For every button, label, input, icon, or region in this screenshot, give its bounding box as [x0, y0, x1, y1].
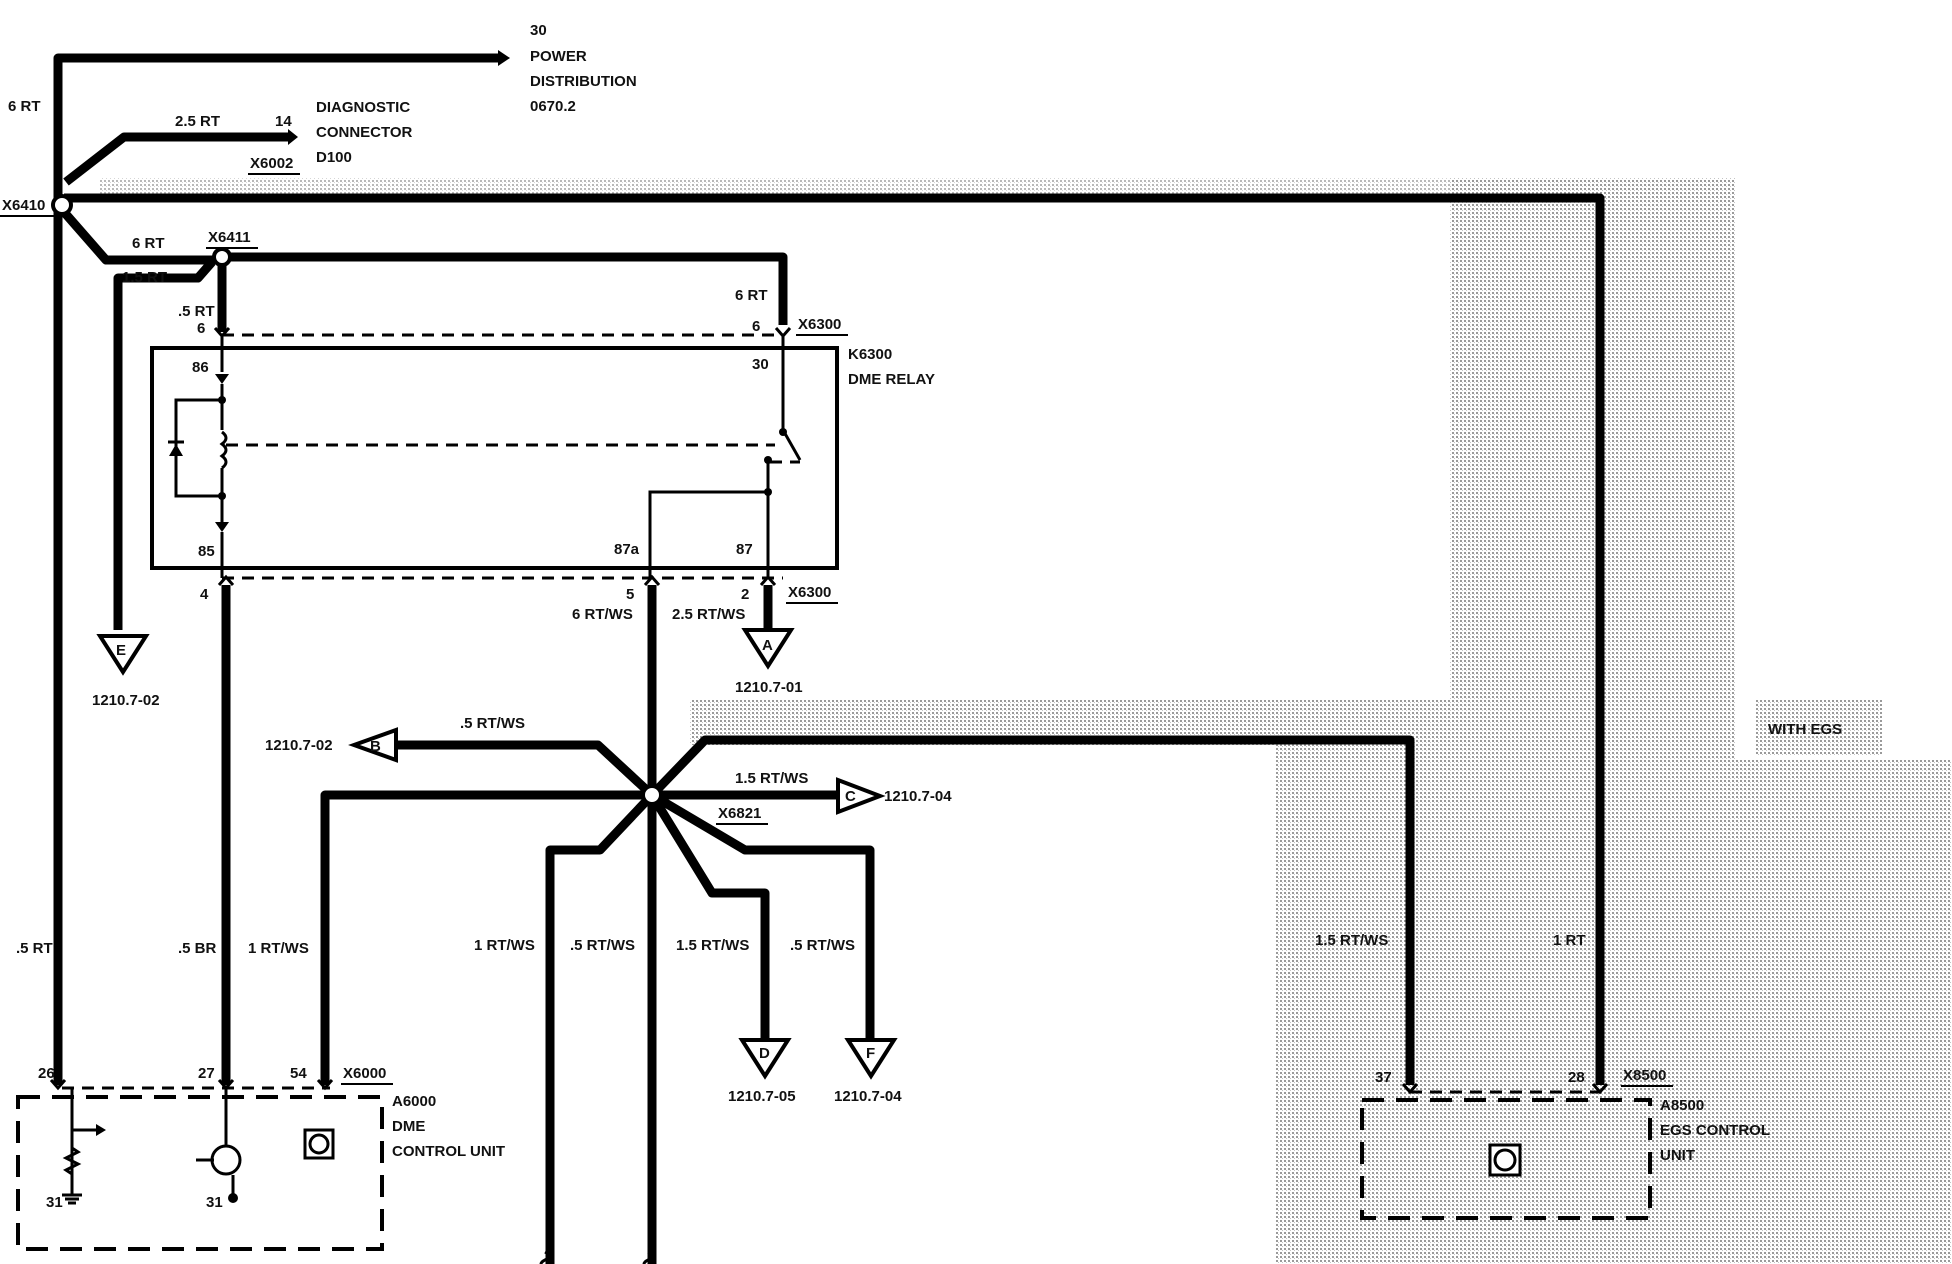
relay-pin87a: 87a — [614, 541, 640, 558]
wire-6rt-main: 6 RT — [8, 98, 41, 115]
egs-name-2: EGS CONTROL — [1660, 1122, 1770, 1139]
x8500-label: X8500 — [1623, 1067, 1666, 1084]
dme-name-2: DME — [392, 1118, 425, 1135]
bottom-wire-4: 1 RT/WS — [474, 937, 535, 954]
power-ref-label: 0670.2 — [530, 98, 576, 115]
power-arrow-icon — [498, 50, 510, 66]
diag-label-1: DIAGNOSTIC — [316, 99, 410, 116]
relay-box — [150, 346, 839, 570]
wire-6rt-c: 6 RT — [735, 287, 768, 304]
splice-x6410 — [51, 194, 73, 216]
bottom-wire-9: 1 RT — [1553, 932, 1586, 949]
diag-arrow-icon — [288, 129, 298, 145]
bottom-wire-5: .5 RT/WS — [570, 937, 635, 954]
x6410-label: X6410 — [2, 197, 45, 214]
relay-pin4: 4 — [200, 586, 209, 603]
wire-6rt-b: 6 RT — [132, 235, 165, 252]
ref-a-label: 1210.7-01 — [735, 679, 803, 696]
ref-e-letter: E — [116, 642, 126, 659]
power-label-1: POWER — [530, 48, 587, 65]
relay-pin6-right: 6 — [752, 318, 760, 335]
egs-shaded-region — [100, 178, 1952, 1264]
relay-pin6-left: 6 — [197, 320, 205, 337]
dme-pin26: 26 — [38, 1065, 55, 1082]
bottom-wire-2: .5 BR — [178, 940, 217, 957]
egs-pin28: 28 — [1568, 1069, 1585, 1086]
dme-control-unit — [16, 1079, 384, 1251]
diag-label-3: D100 — [316, 149, 352, 166]
wire-25rtws: 2.5 RT/WS — [672, 606, 745, 623]
ref-flag-c — [836, 777, 886, 815]
egs-name-3: UNIT — [1660, 1147, 1695, 1164]
splice-x6821 — [641, 784, 663, 806]
bottom-wire-8: 1.5 RT/WS — [1315, 932, 1388, 949]
x6000-label: X6000 — [343, 1065, 386, 1082]
ref-d-label: 1210.7-05 — [728, 1088, 796, 1105]
relay-name-2: DME RELAY — [848, 371, 935, 388]
labels: 30 POWER DISTRIBUTION 0670.2 6 RT 2.5 RT… — [0, 22, 1842, 1211]
wire-05rt-pin: .5 RT — [178, 303, 215, 320]
break-mark-1 — [539, 1250, 551, 1264]
ref-f-label: 1210.7-04 — [834, 1088, 902, 1105]
power-label-2: DISTRIBUTION — [530, 73, 637, 90]
wire-6rtws: 6 RT/WS — [572, 606, 633, 623]
ref-d-letter: D — [759, 1045, 770, 1062]
diag-pin-label: 14 — [275, 113, 292, 130]
egs-control-unit — [1360, 1083, 1652, 1220]
bottom-wire-1: .5 RT — [16, 940, 53, 957]
ref-flag-d — [738, 1038, 792, 1080]
dme-name-1: A6000 — [392, 1093, 436, 1110]
ref-b-label: 1210.7-02 — [265, 737, 333, 754]
ref-c-label: 1210.7-04 — [884, 788, 952, 805]
relay-internals — [168, 336, 802, 578]
egs-pin37: 37 — [1375, 1069, 1392, 1086]
relay-output-wires — [217, 574, 777, 1264]
splice-wire-b: .5 RT/WS — [460, 715, 525, 732]
splice-x6821-wires — [320, 727, 1415, 1264]
relay-pin30: 30 — [752, 356, 769, 373]
bottom-wire-7: .5 RT/WS — [790, 937, 855, 954]
ref-f-letter: F — [866, 1045, 875, 1062]
dme-gnd-1: 31 — [46, 1194, 63, 1211]
ref-a-letter: A — [762, 637, 773, 654]
wire-15rt: 1.5 RT — [122, 269, 167, 286]
x6300-bottom-label: X6300 — [788, 584, 831, 601]
ref-b-letter: B — [370, 738, 381, 755]
power-pin-label: 30 — [530, 22, 547, 39]
relay-pin2: 2 — [741, 586, 749, 603]
bottom-wire-3: 1 RT/WS — [248, 940, 309, 957]
dme-pin27: 27 — [198, 1065, 215, 1082]
relay-name-1: K6300 — [848, 346, 892, 363]
relay-pin86: 86 — [192, 359, 209, 376]
wire-25rt: 2.5 RT — [175, 113, 220, 130]
ref-flag-b — [348, 727, 398, 763]
diag-label-2: CONNECTOR — [316, 124, 413, 141]
splice-wire-c: 1.5 RT/WS — [735, 770, 808, 787]
egs-name-1: A8500 — [1660, 1097, 1704, 1114]
dme-gnd-2: 31 — [206, 1194, 223, 1211]
x6002-label: X6002 — [250, 155, 293, 172]
x6300-top-label: X6300 — [798, 316, 841, 333]
ref-flag-a — [741, 628, 795, 670]
dme-pin54: 54 — [290, 1065, 307, 1082]
ref-flag-f — [844, 1038, 898, 1080]
dme-name-3: CONTROL UNIT — [392, 1143, 505, 1160]
splice-x6411 — [212, 247, 232, 267]
x6411-label: X6411 — [208, 229, 251, 246]
egs-note: WITH EGS — [1768, 721, 1842, 738]
ref-c-letter: C — [845, 788, 856, 805]
ref-flag-e — [96, 634, 150, 676]
bottom-wire-6: 1.5 RT/WS — [676, 937, 749, 954]
relay-pin87: 87 — [736, 541, 753, 558]
x6821-label: X6821 — [718, 805, 761, 822]
relay-pin85: 85 — [198, 543, 215, 560]
ref-e-label: 1210.7-02 — [92, 692, 160, 709]
relay-pin5: 5 — [626, 586, 634, 603]
break-mark-2 — [642, 1250, 654, 1264]
